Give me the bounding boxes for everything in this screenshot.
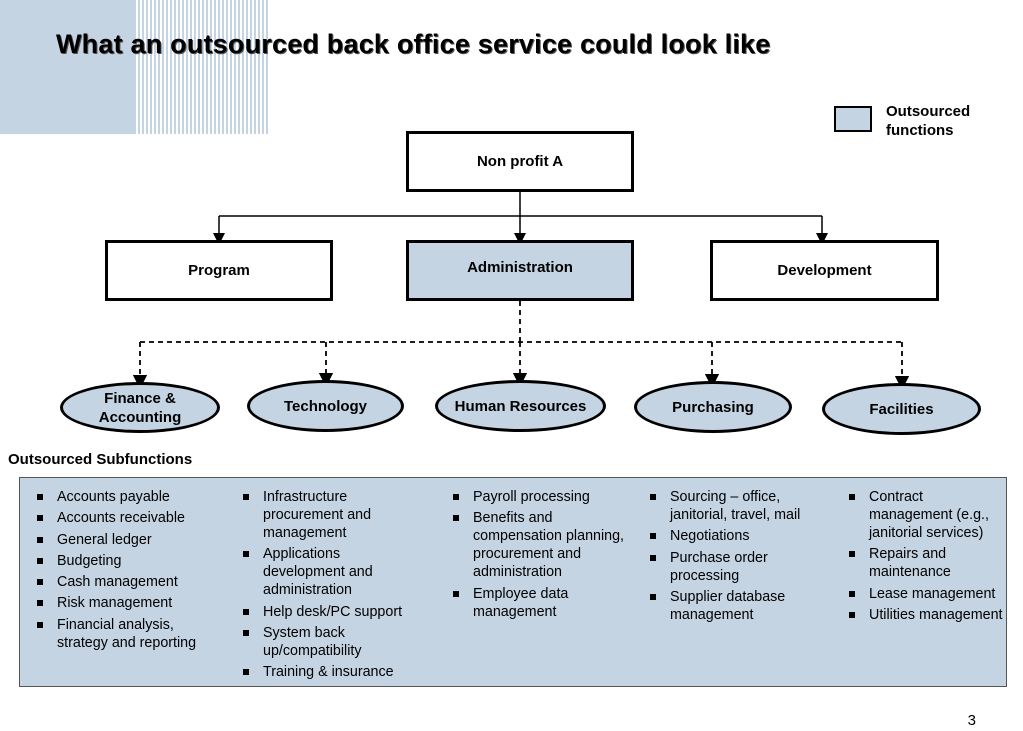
subfunction-item: Payroll processing <box>449 488 639 506</box>
subfunction-item: Utilities management <box>845 606 1005 624</box>
node-program: Program <box>105 240 333 301</box>
subfunction-item: Financial analysis, strategy and reporti… <box>33 616 223 652</box>
subfunction-item: Lease management <box>845 585 1005 603</box>
subfunction-list-facilities: Contract management (e.g., janitorial se… <box>845 488 1005 627</box>
node-development: Development <box>710 240 939 301</box>
subfunction-item: Accounts payable <box>33 488 223 506</box>
subfunction-item: General ledger <box>33 531 223 549</box>
page-title: What an outsourced back office service c… <box>56 29 771 59</box>
subfunction-item: Cash management <box>33 573 223 591</box>
dashed-connectors <box>132 301 910 391</box>
subfunction-item: Sourcing – office, janitorial, travel, m… <box>646 488 826 524</box>
subfunction-item: Accounts receivable <box>33 509 223 527</box>
legend-swatch <box>834 106 872 132</box>
subfunctions-heading: Outsourced Subfunctions <box>8 451 193 468</box>
subfunction-item: Infrastructure procurement and managemen… <box>239 488 424 542</box>
subfunction-item: Risk management <box>33 594 223 612</box>
subfunction-item: Negotiations <box>646 527 826 545</box>
subfunction-item: Benefits and compensation planning, proc… <box>449 509 639 581</box>
subfunction-item: Supplier database management <box>646 588 826 624</box>
subfunction-item: Repairs and maintenance <box>845 545 1005 581</box>
node-non-profit: Non profit A <box>406 131 634 192</box>
subfunction-item: Budgeting <box>33 552 223 570</box>
subfunction-item: Purchase order processing <box>646 549 826 585</box>
solid-connectors <box>213 192 828 245</box>
page-number: 3 <box>967 712 976 729</box>
function-facilities: Facilities <box>822 383 981 435</box>
subfunction-item: Contract management (e.g., janitorial se… <box>845 488 1005 542</box>
subfunction-item: Help desk/PC support <box>239 603 424 621</box>
function-purchasing: Purchasing <box>634 381 792 433</box>
node-administration: Administration <box>406 240 634 301</box>
subfunction-item: System back up/compatibility <box>239 624 424 660</box>
subfunction-item: Training & insurance <box>239 663 424 681</box>
subfunction-item: Employee data management <box>449 585 639 621</box>
subfunction-item: Applications development and administrat… <box>239 545 424 599</box>
decorative-corner-graphic <box>0 0 268 134</box>
subfunction-list-technology: Infrastructure procurement and managemen… <box>239 488 424 684</box>
function-human-resources: Human Resources <box>435 380 606 432</box>
function-technology: Technology <box>247 380 404 432</box>
function-finance-accounting: Finance & Accounting <box>60 382 220 433</box>
subfunction-list-purchasing: Sourcing – office, janitorial, travel, m… <box>646 488 826 627</box>
legend-label: Outsourced functions <box>886 103 971 139</box>
